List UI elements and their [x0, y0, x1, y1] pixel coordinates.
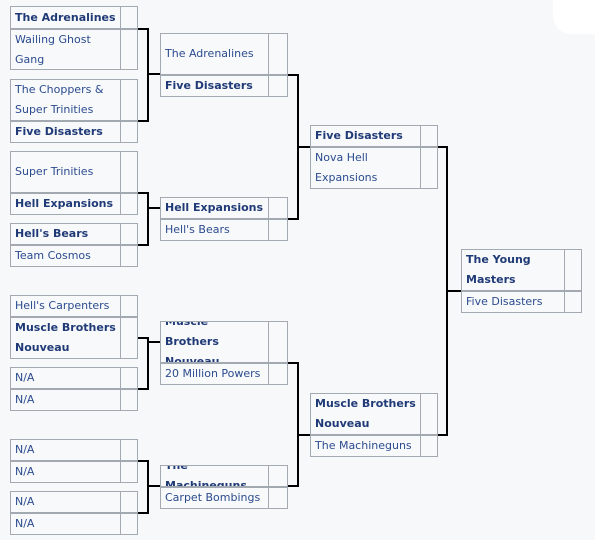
team-name[interactable]: Five Disasters — [161, 76, 269, 96]
score-cell — [119, 246, 137, 266]
r1-match7-slot1: N/A — [10, 439, 138, 461]
r2-match3-slot2: 20 Million Powers — [160, 363, 288, 385]
score-cell — [419, 148, 437, 188]
r1-match5-slot2: Muscle Brothers Nouveau — [10, 317, 138, 359]
r1-match2-slot1: The Choppers & Super Trinities — [10, 79, 138, 121]
team-name[interactable]: N/A — [11, 368, 121, 388]
r3-match2-slot2: The Machineguns — [310, 435, 438, 457]
score-cell — [267, 76, 287, 96]
team-name[interactable]: The Adrenalines — [161, 34, 269, 74]
team-name[interactable]: N/A — [11, 440, 121, 460]
r2-match4-slot1: The Machineguns — [160, 465, 288, 487]
team-name[interactable]: Nova Hell Expansions — [311, 148, 421, 188]
score-cell — [419, 436, 437, 456]
team-name[interactable]: Muscle Brothers Nouveau — [161, 322, 269, 362]
score-cell — [119, 368, 137, 388]
score-cell — [419, 394, 437, 434]
r1-match6-slot2: N/A — [10, 389, 138, 411]
r1-match3-slot1: Super Trinities — [10, 151, 138, 193]
r3-match2-slot1: Muscle Brothers Nouveau — [310, 393, 438, 435]
score-cell — [119, 30, 137, 69]
team-name[interactable]: Hell Expansions — [11, 194, 121, 214]
team-name[interactable]: Hell Expansions — [161, 198, 269, 218]
score-cell — [119, 194, 137, 214]
team-name[interactable]: Five Disasters — [11, 122, 121, 142]
score-cell — [119, 318, 137, 358]
final-slot1: The Young Masters — [461, 249, 582, 291]
team-name[interactable]: Team Cosmos — [11, 246, 121, 266]
r2-match2-slot1: Hell Expansions — [160, 197, 288, 219]
score-cell — [267, 220, 287, 240]
r1-match4-slot2: Team Cosmos — [10, 245, 138, 267]
team-name[interactable]: Five Disasters — [462, 292, 565, 312]
r1-match8-slot1: N/A — [10, 491, 138, 513]
score-cell — [119, 80, 137, 120]
score-cell — [267, 364, 287, 384]
r1-match7-slot2: N/A — [10, 461, 138, 483]
score-cell — [119, 122, 137, 142]
team-name[interactable]: The Machineguns — [311, 436, 421, 456]
r2-match1-slot2: Five Disasters — [160, 75, 288, 97]
score-cell — [119, 7, 137, 28]
score-cell — [119, 152, 137, 192]
r1-match3-slot2: Hell Expansions — [10, 193, 138, 215]
team-name[interactable]: N/A — [11, 462, 121, 482]
r1-match8-slot2: N/A — [10, 513, 138, 535]
r2-match3-slot1: Muscle Brothers Nouveau — [160, 321, 288, 363]
team-name[interactable]: Carpet Bombings — [161, 488, 269, 508]
score-cell — [119, 390, 137, 410]
team-name[interactable]: Five Disasters — [311, 126, 421, 146]
team-name[interactable]: The Machineguns — [161, 466, 269, 486]
team-name[interactable]: Super Trinities — [11, 152, 121, 192]
r1-match1-slot1: The Adrenalines — [10, 6, 138, 29]
team-name[interactable]: Muscle Brothers Nouveau — [311, 394, 421, 434]
score-cell — [119, 514, 137, 534]
team-name[interactable]: The Adrenalines — [11, 7, 121, 28]
score-cell — [267, 466, 287, 486]
score-cell — [267, 322, 287, 362]
score-cell — [119, 296, 137, 316]
r2-match2-slot2: Hell's Bears — [160, 219, 288, 241]
team-name[interactable]: Muscle Brothers Nouveau — [11, 318, 121, 358]
r2-match4-slot2: Carpet Bombings — [160, 487, 288, 509]
team-name[interactable]: Hell's Bears — [161, 220, 269, 240]
r1-match2-slot2: Five Disasters — [10, 121, 138, 143]
score-cell — [267, 34, 287, 74]
r3-match1-slot2: Nova Hell Expansions — [310, 147, 438, 189]
corner-decoration — [553, 0, 595, 34]
score-cell — [119, 440, 137, 460]
r1-match4-slot1: Hell's Bears — [10, 223, 138, 245]
score-cell — [563, 292, 581, 312]
r2-match1-slot1: The Adrenalines — [160, 33, 288, 75]
score-cell — [267, 488, 287, 508]
score-cell — [267, 198, 287, 218]
r1-match5-slot1: Hell's Carpenters — [10, 295, 138, 317]
team-name[interactable]: N/A — [11, 492, 121, 512]
team-name[interactable]: 20 Million Powers — [161, 364, 269, 384]
team-name[interactable]: Hell's Bears — [11, 224, 121, 244]
team-name[interactable]: Wailing Ghost Gang — [11, 30, 121, 69]
team-name[interactable]: N/A — [11, 390, 121, 410]
team-name[interactable]: The Young Masters — [462, 250, 565, 290]
score-cell — [563, 250, 581, 290]
score-cell — [119, 224, 137, 244]
team-name[interactable]: The Choppers & Super Trinities — [11, 80, 121, 120]
r1-match6-slot1: N/A — [10, 367, 138, 389]
r1-match1-slot2: Wailing Ghost Gang — [10, 29, 138, 70]
score-cell — [119, 492, 137, 512]
team-name[interactable]: N/A — [11, 514, 121, 534]
score-cell — [119, 462, 137, 482]
final-slot2: Five Disasters — [461, 291, 582, 313]
r3-match1-slot1: Five Disasters — [310, 125, 438, 147]
score-cell — [419, 126, 437, 146]
team-name[interactable]: Hell's Carpenters — [11, 296, 121, 316]
